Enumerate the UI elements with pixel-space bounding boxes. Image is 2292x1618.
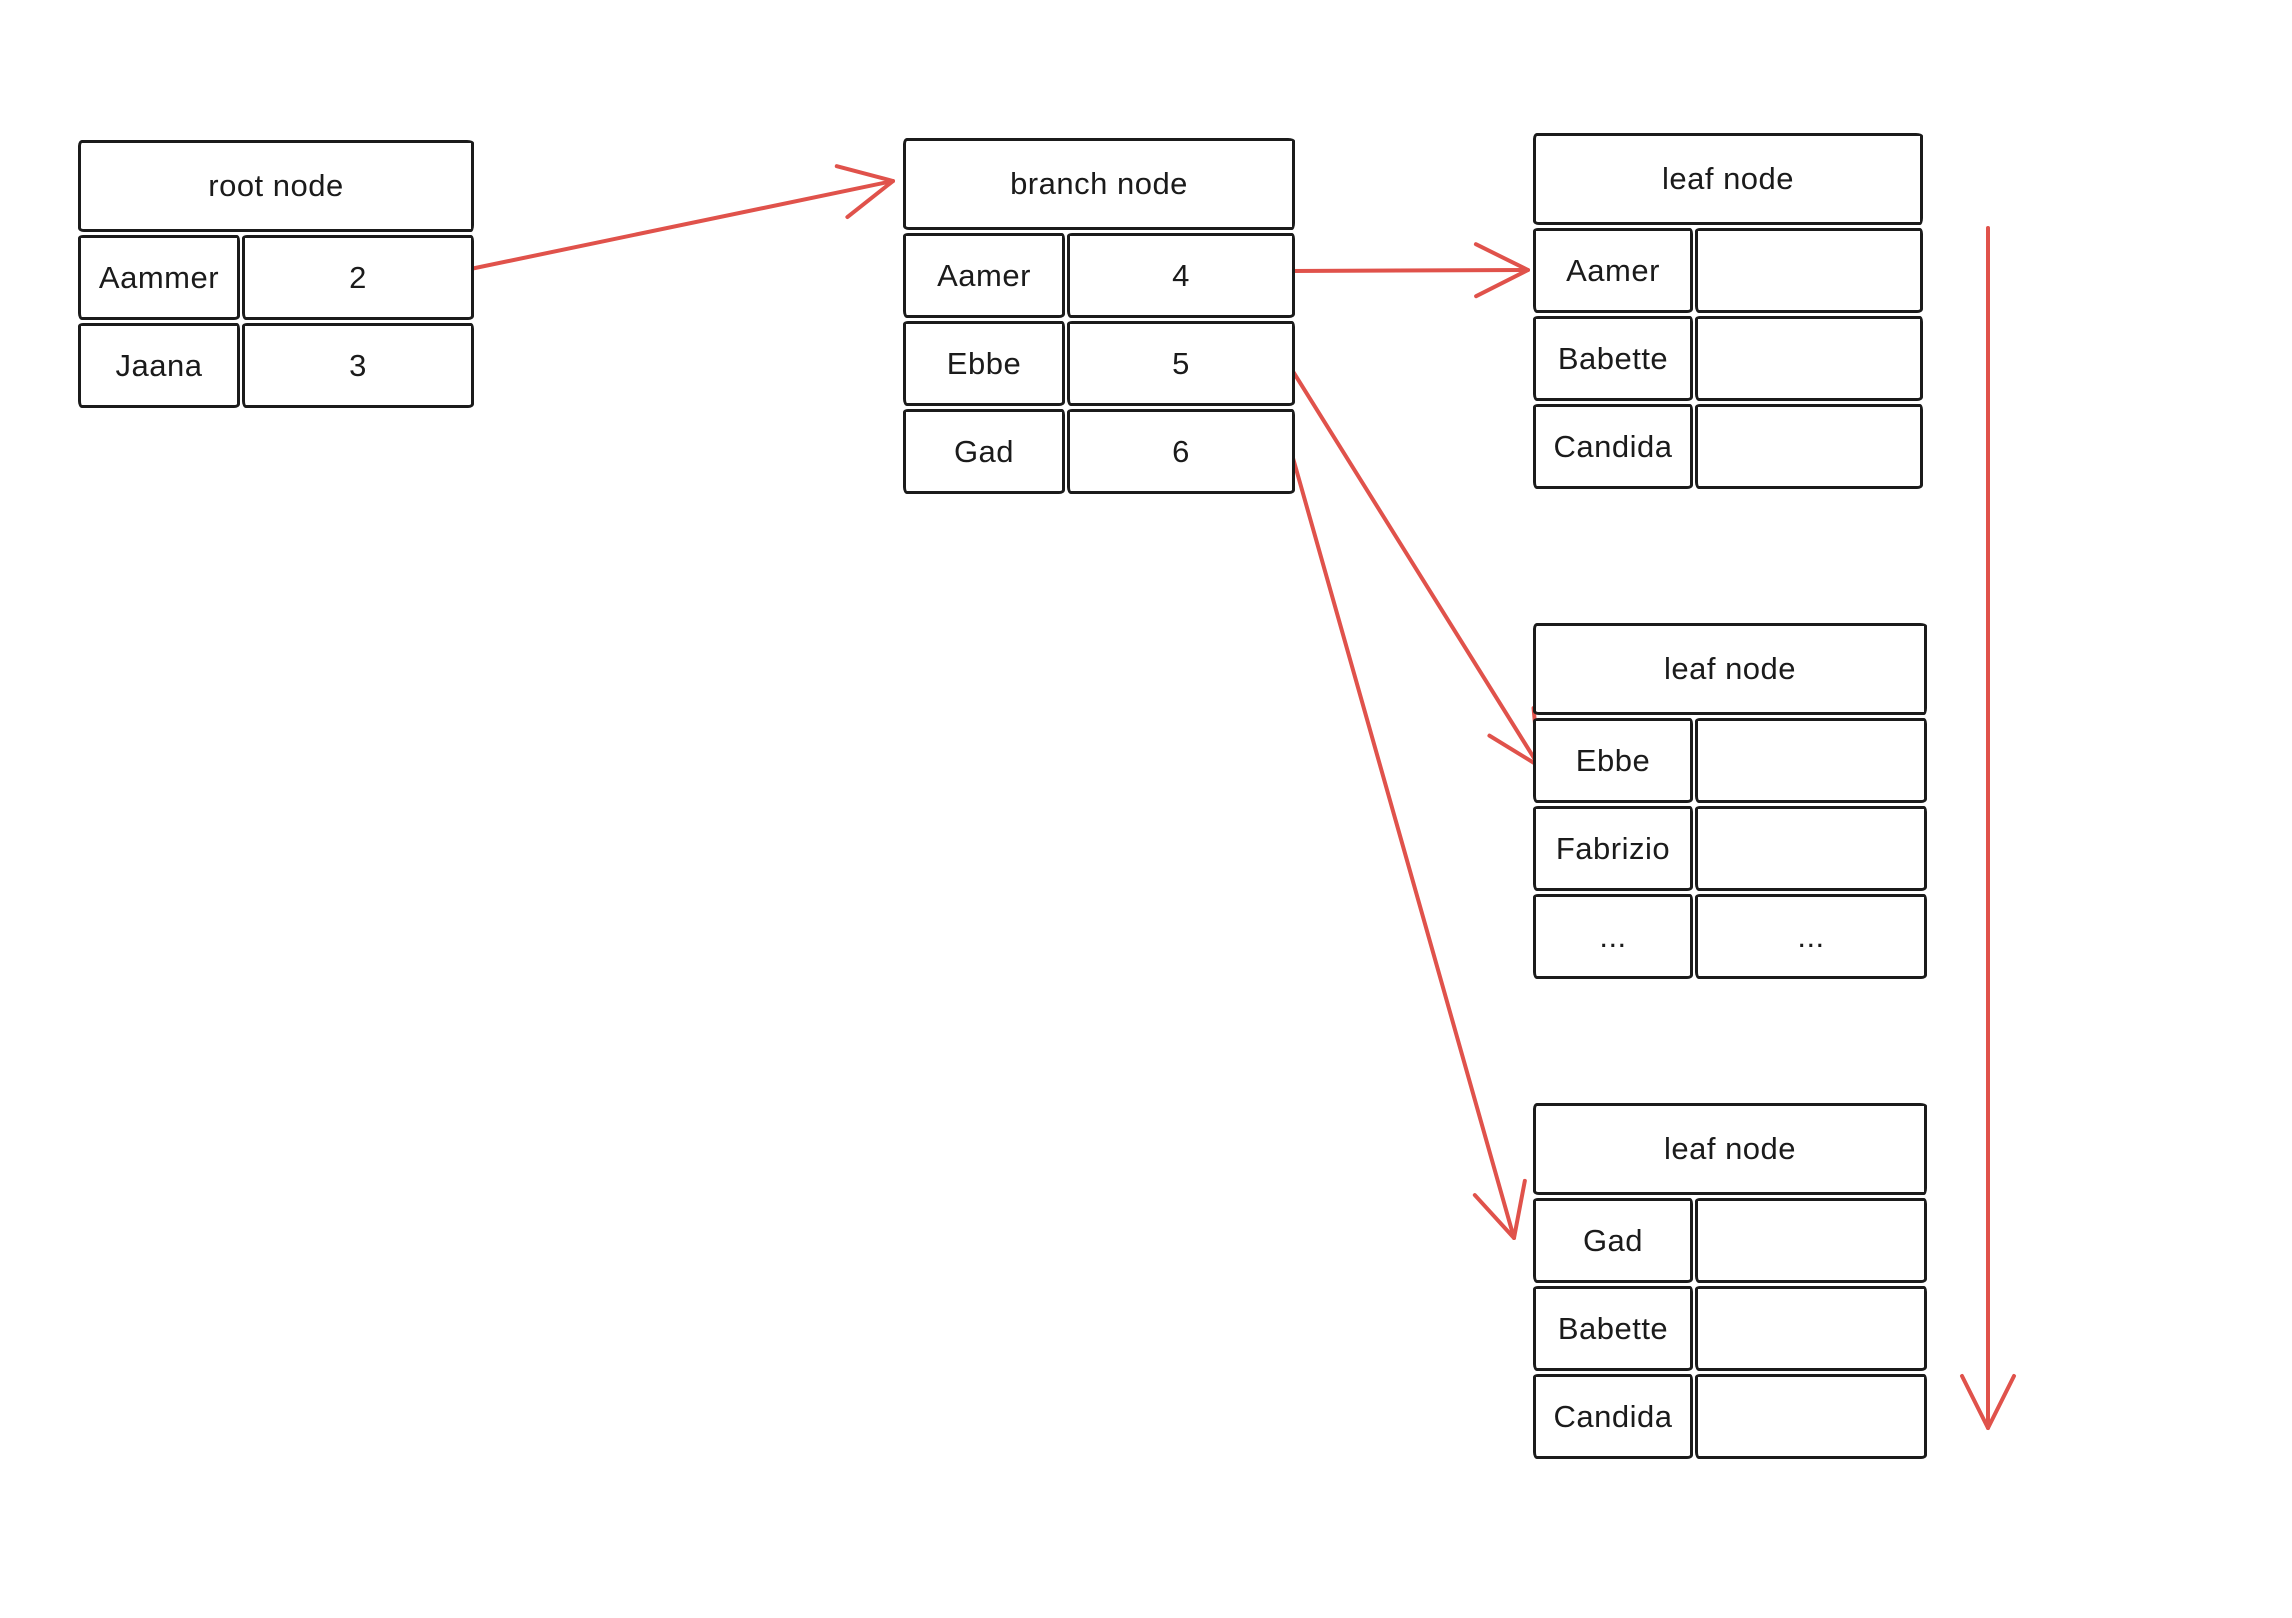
table-row: Aamer bbox=[1533, 228, 1923, 313]
table-row: Aamer 4 bbox=[903, 233, 1295, 318]
value-cell: 6 bbox=[1067, 409, 1295, 494]
table-row: Babette bbox=[1533, 316, 1923, 401]
value-cell: 5 bbox=[1067, 321, 1295, 406]
leaf-node-title: leaf node bbox=[1533, 1103, 1927, 1195]
leaf-node-table-1: leaf node Aamer Babette Candida bbox=[1533, 133, 1923, 489]
key-cell: Fabrizio bbox=[1533, 806, 1693, 891]
value-cell bbox=[1695, 1198, 1927, 1283]
key-cell: Gad bbox=[1533, 1198, 1693, 1283]
leaf-node-title: leaf node bbox=[1533, 133, 1923, 225]
key-cell: Aamer bbox=[903, 233, 1065, 318]
branch-node-title: branch node bbox=[903, 138, 1295, 230]
key-cell: Ebbe bbox=[1533, 718, 1693, 803]
value-cell bbox=[1695, 316, 1923, 401]
table-row: Jaana 3 bbox=[78, 323, 474, 408]
value-cell bbox=[1695, 806, 1927, 891]
key-cell: Ebbe bbox=[903, 321, 1065, 406]
root-node-table: root node Aammer 2 Jaana 3 bbox=[78, 140, 474, 408]
key-cell: Babette bbox=[1533, 1286, 1693, 1371]
key-cell: ... bbox=[1533, 894, 1693, 979]
table-row: Ebbe 5 bbox=[903, 321, 1295, 406]
table-row: ... ... bbox=[1533, 894, 1927, 979]
arrow-branch6-to-leaf3 bbox=[1287, 442, 1527, 1240]
table-row: Aammer 2 bbox=[78, 235, 474, 320]
arrow-root-to-branch bbox=[430, 164, 895, 279]
key-cell: Babette bbox=[1533, 316, 1693, 401]
key-cell: Aamer bbox=[1533, 228, 1693, 313]
key-cell: Jaana bbox=[78, 323, 240, 408]
arrow-branch4-to-leaf1 bbox=[1288, 242, 1530, 299]
arrow-branch5-to-leaf2 bbox=[1282, 355, 1541, 768]
table-row: Candida bbox=[1533, 404, 1923, 489]
table-row: Babette bbox=[1533, 1286, 1927, 1371]
value-cell: 4 bbox=[1067, 233, 1295, 318]
value-cell bbox=[1695, 1286, 1927, 1371]
leaf-node-table-2: leaf node Ebbe Fabrizio ... ... bbox=[1533, 623, 1927, 979]
table-row: Gad 6 bbox=[903, 409, 1295, 494]
value-cell: ... bbox=[1695, 894, 1927, 979]
value-cell bbox=[1695, 718, 1927, 803]
key-cell: Gad bbox=[903, 409, 1065, 494]
value-cell bbox=[1695, 1374, 1927, 1459]
table-row: Fabrizio bbox=[1533, 806, 1927, 891]
root-node-title: root node bbox=[78, 140, 474, 232]
leaf-node-table-3: leaf node Gad Babette Candida bbox=[1533, 1103, 1927, 1459]
key-cell: Candida bbox=[1533, 404, 1693, 489]
key-cell: Aammer bbox=[78, 235, 240, 320]
key-cell: Candida bbox=[1533, 1374, 1693, 1459]
leaf-node-title: leaf node bbox=[1533, 623, 1927, 715]
table-row: Ebbe bbox=[1533, 718, 1927, 803]
table-row: Candida bbox=[1533, 1374, 1927, 1459]
branch-node-table: branch node Aamer 4 Ebbe 5 Gad 6 bbox=[903, 138, 1295, 494]
value-cell bbox=[1695, 404, 1923, 489]
value-cell: 2 bbox=[242, 235, 474, 320]
table-row: Gad bbox=[1533, 1198, 1927, 1283]
value-cell bbox=[1695, 228, 1923, 313]
value-cell: 3 bbox=[242, 323, 474, 408]
